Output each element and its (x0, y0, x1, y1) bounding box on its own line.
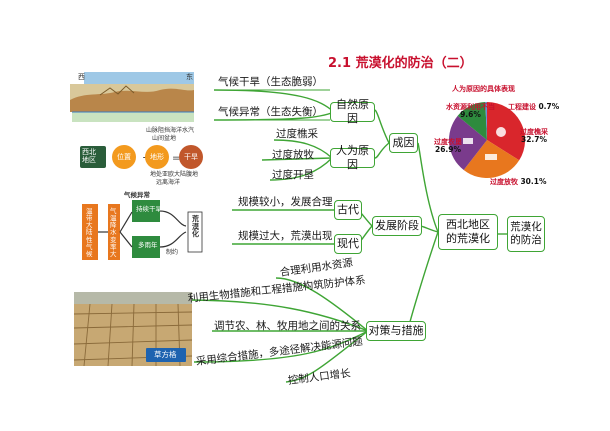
root-node: 荒漠化的防治 (507, 216, 545, 252)
natural-causes-node: 自然原因 (330, 98, 375, 125)
flow-arrow-label: 制约 (166, 249, 179, 256)
pie-chart (448, 101, 526, 179)
pie-label-grazing-name: 过度放牧 (490, 178, 518, 186)
climate-note-3: 地处亚欧大陆腹地 (150, 171, 199, 178)
climate-note-2: 山间盆地 (152, 135, 177, 142)
stages-node: 发展阶段 (372, 216, 422, 236)
result-label: 干旱 (184, 153, 198, 161)
human-causes-node: 人为原因 (330, 144, 375, 171)
climate-note-4: 远离海洋 (156, 179, 181, 186)
pie-label-engineering: 工程建设 0.7% (508, 102, 560, 112)
title-text: 荒漠化的防治（二） (355, 56, 473, 71)
climate-diagram: + = (80, 145, 203, 169)
position-label: 位置 (117, 153, 131, 161)
root-line-1: 荒漠化 (510, 220, 542, 233)
ancient-node: 古代 (334, 200, 362, 220)
pie-label-fuelwood-value: 32.7% (520, 135, 548, 145)
flow-diagram (82, 200, 203, 260)
ancient-item: 规模较小，发展合理 (238, 196, 333, 208)
pie-label-farming-value: 26.9% (434, 145, 462, 155)
human-causes-label: 人为原因 (336, 144, 369, 171)
modern-item: 规模过大，荒漠出现 (238, 230, 333, 242)
root-line-2: 的防治 (510, 234, 542, 246)
pie-label-farming: 过度农垦 26.9% (434, 138, 462, 155)
pie-label-engineering-value: 0.7% (538, 102, 560, 111)
flow-mid: 气温 降水变率大 (110, 207, 117, 258)
modern-label: 现代 (337, 237, 359, 251)
flow-bottom: 多雨年 (138, 241, 158, 249)
item-underlines (214, 89, 330, 121)
climate-note-1: 山脉阻挡海洋水汽 (146, 127, 195, 134)
pie-label-engineering-name: 工程建设 (508, 103, 536, 111)
ancient-label: 古代 (337, 203, 359, 217)
pie-title: 人为原因的具体表现 (452, 85, 515, 93)
photo-caption: 草方格 (154, 350, 177, 359)
modern-node: 现代 (334, 234, 362, 254)
flow-top: 持续干旱 (136, 205, 162, 213)
human-cause-1: 过度樵采 (276, 128, 318, 140)
pie-label-grazing: 过度放牧 30.1% (490, 177, 547, 187)
measure-3: 调节农、林、牧用地之间的关系 (214, 320, 361, 332)
terrain-map (70, 72, 194, 122)
region-label: 西北 地区 (82, 148, 96, 164)
human-cause-2: 过度放牧 (272, 149, 314, 161)
pie-label-water: 水资源利用不当 9.6% (446, 103, 495, 120)
natural-causes-label: 自然原因 (336, 98, 369, 125)
measures-label: 对策与措施 (368, 324, 424, 338)
pie-slice-water (457, 102, 487, 140)
human-cause-3: 过度开垦 (272, 169, 314, 181)
flow-left: 温带大陆性气候 (86, 207, 93, 258)
pie-slice-fuelwood (487, 101, 526, 161)
hub-line-1: 西北地区 (446, 218, 490, 232)
pie-label-water-value: 9.6% (460, 110, 481, 120)
causes-node: 成因 (389, 133, 418, 153)
page-title: 2.1 荒漠化的防治（二） (328, 52, 473, 71)
stages-label: 发展阶段 (375, 219, 419, 233)
natural-cause-2: 气候异常（生态失衡） (218, 106, 323, 118)
pie-label-water-name: 水资源利用不当 (446, 103, 495, 111)
title-number: 2.1 (328, 56, 352, 71)
hub-node: 西北地区的荒漠化 (438, 214, 498, 250)
natural-cause-1: 气候干旱（生态脆弱） (218, 76, 323, 88)
map-east-label: 东 (186, 73, 193, 81)
flow-result: 荒漠化 (192, 215, 199, 239)
svg-text:=: = (172, 153, 180, 164)
measures-node: 对策与措施 (366, 321, 426, 341)
hub-line-2: 的荒漠化 (446, 232, 490, 245)
pie-label-fuelwood-name: 过度樵采 (520, 128, 548, 136)
pie-label-fuelwood: 过度樵采 32.7% (520, 128, 548, 145)
terrain-label: 地形 (150, 153, 164, 161)
causes-label: 成因 (392, 136, 415, 150)
flow-header: 气候异常 (124, 191, 150, 199)
pie-label-farming-name: 过度农垦 (434, 138, 462, 146)
pie-slice-engineering (485, 101, 487, 140)
grid-photo (73, 292, 193, 367)
pie-label-grazing-value: 30.1% (520, 177, 547, 186)
map-west-label: 西 (78, 73, 85, 81)
